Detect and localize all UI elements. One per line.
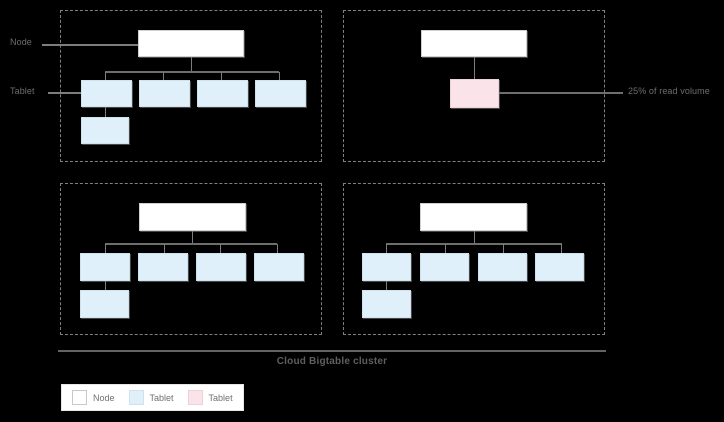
tablet-box-bl-5[interactable] [80,290,129,318]
connector-node-stem-tl [191,57,192,72]
legend-swatch-hot-tablet-icon [187,390,203,405]
connector-drop-br-1 [386,244,387,254]
tablet-box-br-5[interactable] [362,290,411,318]
connector-drop-br-2 [445,244,446,254]
connector-drop-bl-3 [220,244,221,254]
tablet-box-br-2[interactable] [420,253,469,281]
connector-drop-tl-3 [221,72,222,81]
zone-top-right [343,10,605,162]
connector-bus-tl [105,71,279,73]
tablet-box-tl-1[interactable] [81,80,132,107]
connector-drop-bl-4 [277,244,278,254]
legend-label-tablet: Tablet [149,392,174,403]
tablet-box-bl-3[interactable] [196,253,246,281]
tablet-box-br-3[interactable] [478,253,527,281]
connector-node-stem-bl [192,231,193,244]
hot-tablet-box-tr[interactable] [450,79,499,108]
connector-drop-br-3 [503,244,504,254]
connector-drop-bl-1 [105,244,106,254]
legend-label-hot-tablet: Tablet [208,392,233,403]
connector-drop-tl-1 [105,72,106,81]
node-box-bl[interactable] [139,203,246,231]
leader-line-node [42,44,138,46]
tablet-box-bl-2[interactable] [138,253,188,281]
connector-drop-tl-4 [279,72,280,81]
tablet-box-bl-1[interactable] [80,253,130,281]
tablet-box-tl-4[interactable] [255,80,306,107]
legend-item-node: Node [72,390,115,405]
cluster-rule [58,350,606,352]
connector-bus-br [386,243,562,245]
tablet-box-br-4[interactable] [535,253,584,281]
connector-bus-bl [105,243,277,245]
tablet-box-tl-5[interactable] [81,117,129,144]
connector-stack-br [386,281,387,291]
node-box-tl[interactable] [138,30,244,57]
node-box-tr[interactable] [421,30,527,57]
node-box-br[interactable] [420,203,527,231]
tablet-box-tl-3[interactable] [197,80,248,107]
tablet-box-br-1[interactable] [362,253,411,281]
legend-item-hot-tablet: Tablet [187,390,233,405]
connector-drop-tl-2 [163,72,164,81]
cluster-caption: Cloud Bigtable cluster [276,356,388,367]
legend-item-tablet: Tablet [128,390,174,405]
connector-drop-bl-2 [164,244,165,254]
connector-node-stem-br [474,231,475,244]
connector-stack-bl [105,281,106,291]
connector-stack-tl [105,107,106,118]
leader-line-read-volume [499,92,623,94]
zone-bottom-right [343,183,605,335]
tablet-box-tl-2[interactable] [139,80,190,107]
label-tablet: Tablet [10,86,35,96]
legend-swatch-tablet-icon [128,390,144,405]
zone-bottom-left [60,183,322,335]
label-node: Node [10,37,32,47]
connector-drop-br-4 [561,244,562,254]
tablet-box-bl-4[interactable] [254,253,304,281]
leader-line-tablet [48,92,81,94]
label-read-volume: 25% of read volume [628,86,710,96]
legend: Node Tablet Tablet [61,384,244,411]
zone-top-left [60,10,322,162]
legend-swatch-node-icon [72,390,87,405]
connector-node-stem-tr [474,57,475,80]
legend-label-node: Node [93,392,115,403]
